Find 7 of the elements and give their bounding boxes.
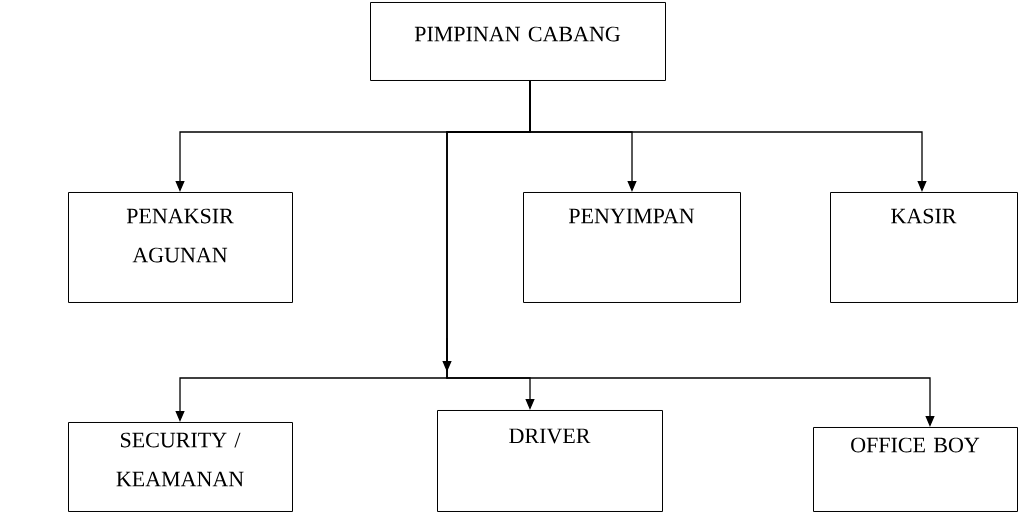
- org-box: PENYIMPAN: [523, 192, 741, 303]
- org-box: PIMPINAN CABANG: [370, 2, 666, 81]
- org-box: PENAKSIR AGUNAN: [68, 192, 293, 303]
- org-box: DRIVER: [437, 410, 663, 512]
- org-box: OFFICE BOY: [813, 427, 1018, 512]
- org-box: SECURITY / KEAMANAN: [68, 422, 293, 512]
- org-box: KASIR: [830, 192, 1018, 303]
